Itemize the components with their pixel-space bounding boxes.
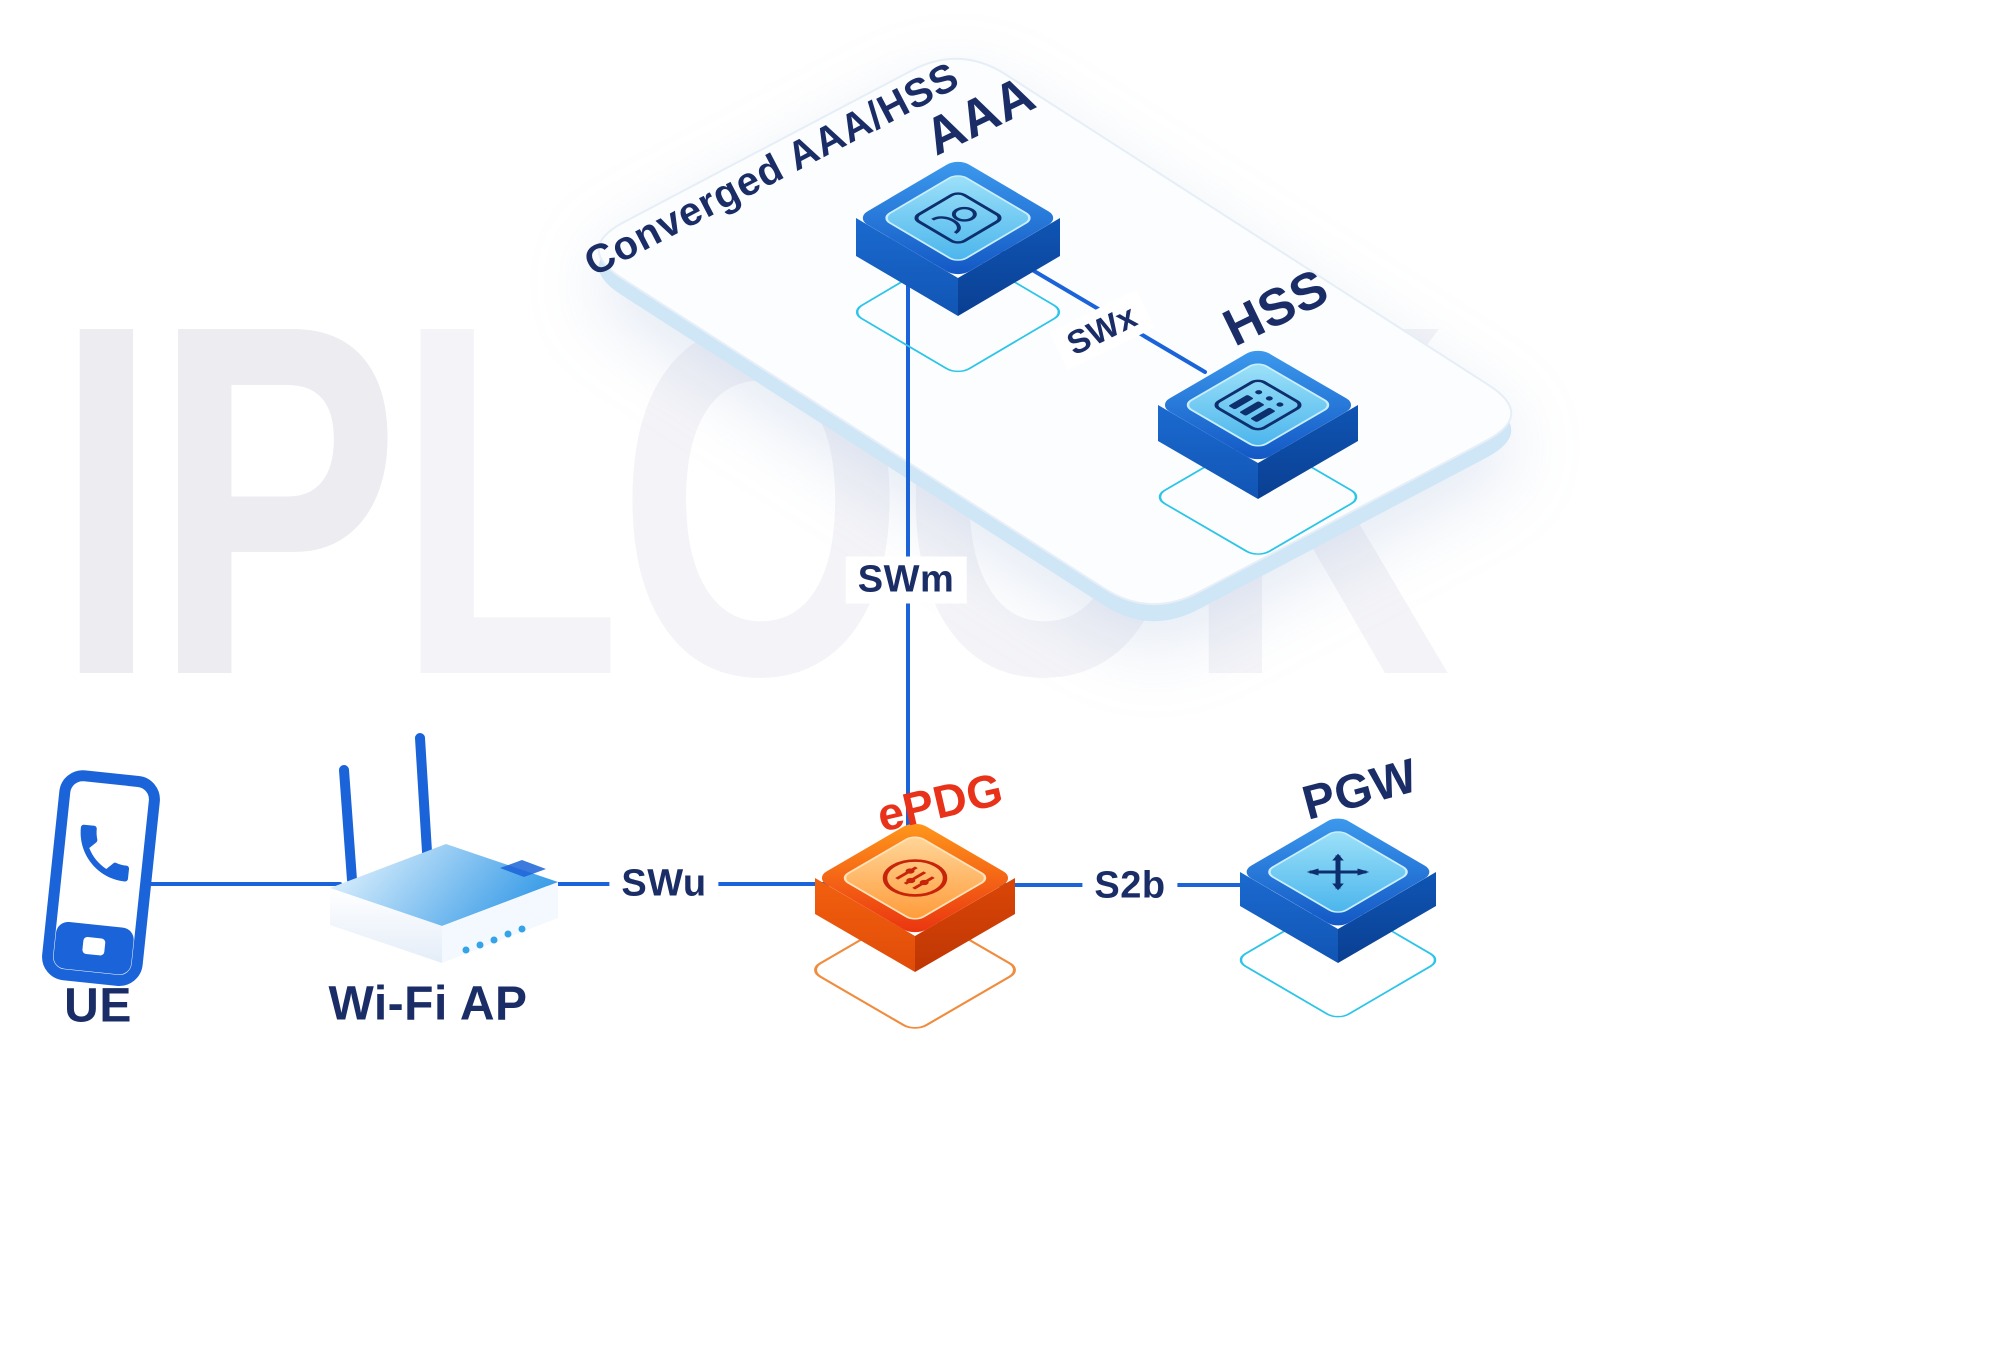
antenna-icon: [339, 765, 357, 885]
user-icon: [914, 192, 1002, 244]
s2b-interface-label: S2b: [1082, 862, 1178, 910]
pgw-node: [1239, 818, 1437, 1018]
ue-phone: [42, 770, 160, 986]
swu-interface-label: SWu: [609, 860, 719, 908]
hss-node: [1158, 350, 1358, 555]
tune-filter-icon: [882, 859, 948, 897]
wifi-ap-label: Wi-Fi AP: [328, 977, 528, 1031]
ue-label: UE: [64, 979, 132, 1033]
routing-arrows-icon: [1306, 853, 1370, 891]
swm-interface-label: SWm: [845, 556, 967, 604]
aaa-node: [855, 161, 1061, 373]
wifi-ap-router: [330, 733, 558, 963]
server-rack-icon: [1214, 379, 1302, 431]
router-status-lights: [462, 925, 526, 954]
watermark-left: IP: [55, 220, 400, 779]
epdg-node: [814, 823, 1016, 1029]
phone-handset-icon: [80, 824, 130, 882]
antenna-icon: [415, 733, 433, 873]
